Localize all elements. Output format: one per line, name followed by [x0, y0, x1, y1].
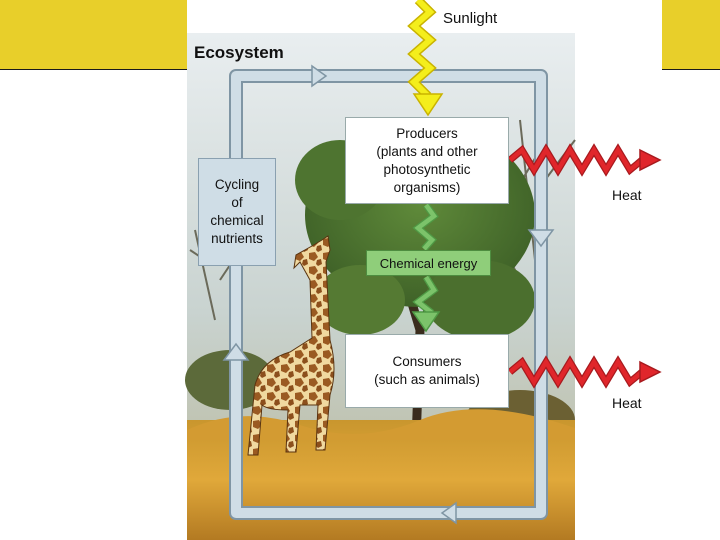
cycling-nutrients-box: Cycling of chemical nutrients [198, 158, 276, 266]
consumers-box: Consumers (such as animals) [345, 334, 509, 408]
savanna-giraffe-photo [185, 33, 575, 540]
heat-label-consumers: Heat [612, 395, 642, 411]
ecosystem-title: Ecosystem [194, 43, 284, 63]
sunlight-label: Sunlight [443, 10, 497, 27]
heat-label-producers: Heat [612, 187, 642, 203]
producers-box: Producers (plants and other photosynthet… [345, 117, 509, 204]
chemical-energy-label: Chemical energy [366, 250, 491, 276]
